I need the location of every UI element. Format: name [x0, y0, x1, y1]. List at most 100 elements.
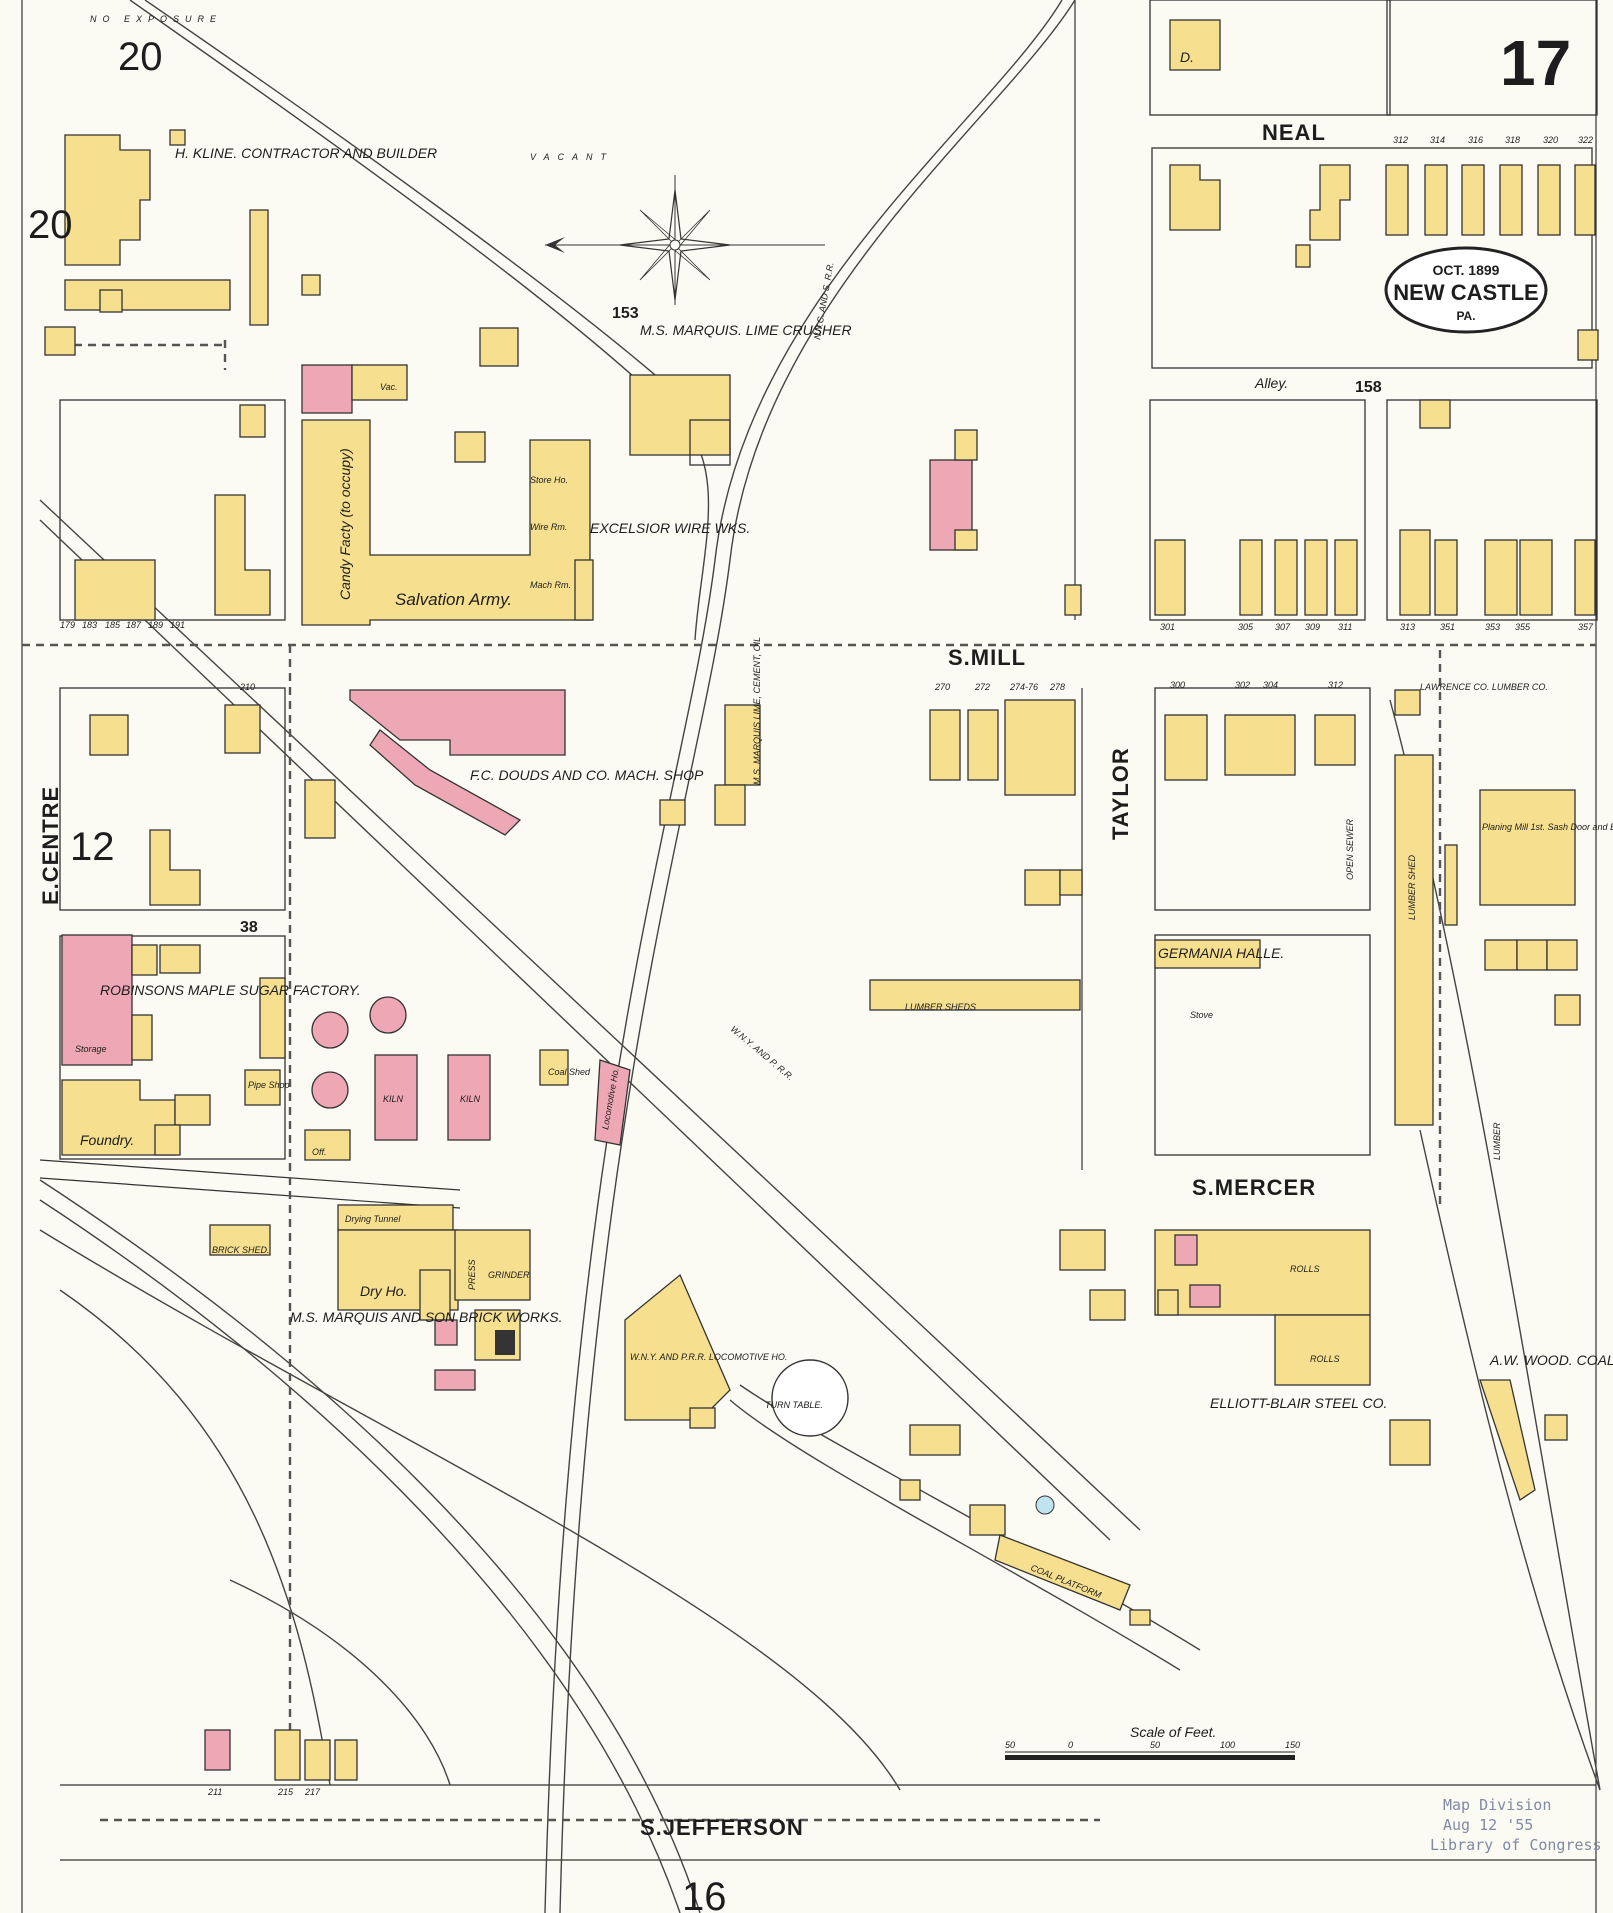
svg-text:313: 313 [1400, 622, 1415, 632]
block-158: 158 [1355, 379, 1382, 396]
lawrence-title: LAWRENCE CO. LUMBER CO. [1420, 682, 1548, 692]
cartouche-date: OCT. 1899 [1433, 262, 1500, 278]
svg-text:304: 304 [1263, 680, 1278, 690]
brick-shed-label: BRICK SHED. [212, 1245, 270, 1255]
svg-text:322: 322 [1578, 135, 1593, 145]
svg-text:305: 305 [1238, 622, 1254, 632]
map-labels: 20 20 12 16 17 NO EXPOSURE VACANT 153 15… [28, 14, 1613, 1913]
neal-dwellings [1169, 19, 1599, 429]
candy-factory: Candy Facty (to occupy) [337, 448, 353, 600]
address-numbers: 312 314 316 318 320 322 301 305 307 309 … [60, 135, 1594, 1797]
turntable-label: TURN TABLE. [765, 1400, 823, 1410]
off-label: Off. [312, 1147, 327, 1157]
storage-label: Storage [75, 1044, 107, 1054]
dashed-lines [22, 340, 1596, 1822]
centre-block-buildings [61, 704, 286, 1156]
scale-of-feet: Scale of Feet. 50 0 50 100 150 [1005, 1724, 1300, 1760]
wire-rm-label: Wire Rm. [530, 522, 567, 532]
svg-text:357: 357 [1578, 622, 1594, 632]
date-cartouche: OCT. 1899 NEW CASTLE PA. [1384, 246, 1548, 334]
stove-label: Stove [1190, 1010, 1213, 1020]
kline-buildings [44, 129, 321, 356]
brick-works-buildings [337, 1204, 531, 1391]
locomotive-house [624, 1273, 1151, 1626]
adjacent-sheet-16: 16 [682, 1875, 727, 1913]
kiln-label-2: KILN [460, 1094, 481, 1104]
robinsons-title: ROBINSONS MAPLE SUGAR FACTORY. [100, 982, 361, 998]
excelsior-title: EXCELSIOR WIRE WKS. [590, 520, 750, 536]
svg-text:316: 316 [1468, 135, 1483, 145]
railroad-tracks [39, 0, 1601, 1913]
lawrence-lumber-co [1389, 689, 1581, 1502]
svg-text:215: 215 [277, 1787, 294, 1797]
locomotive-ho-title: W.N.Y. AND P.R.R. LOCOMOTIVE HO. [630, 1352, 787, 1362]
lumber-shed-label: LUMBER SHED [1407, 854, 1417, 920]
adjacent-sheet-12: 12 [70, 825, 115, 869]
cartouche-state: PA. [1456, 309, 1475, 323]
salvation-army: Salvation Army. [395, 590, 512, 609]
street-s-jefferson: S.JEFFERSON [640, 1815, 804, 1840]
svg-text:211: 211 [207, 1787, 222, 1797]
scale-tick-50-left: 50 [1005, 1740, 1015, 1750]
store-ho-label: Store Ho. [530, 475, 568, 485]
svg-text:355: 355 [1515, 622, 1531, 632]
svg-text:189: 189 [148, 620, 163, 630]
douds-mach-shop [304, 689, 761, 839]
mill-south-dwellings [929, 699, 1356, 796]
scale-tick-100: 100 [1220, 1740, 1235, 1750]
svg-text:307: 307 [1275, 622, 1291, 632]
elliott-blair-title: ELLIOTT-BLAIR STEEL CO. [1210, 1395, 1387, 1411]
coal-shed-label: Coal Shed [548, 1067, 591, 1077]
drying-tunnel-label: Drying Tunnel [345, 1214, 401, 1224]
svg-text:312: 312 [1328, 680, 1343, 690]
dwelling-label: D. [1180, 49, 1194, 65]
scale-tick-50: 50 [1150, 1740, 1160, 1750]
svg-text:300: 300 [1170, 680, 1185, 690]
street-alley: Alley. [1254, 375, 1288, 391]
kiln-label-1: KILN [383, 1094, 404, 1104]
svg-text:312: 312 [1393, 135, 1408, 145]
scale-title: Scale of Feet. [1130, 1724, 1216, 1740]
svg-text:185: 185 [105, 620, 121, 630]
svg-text:320: 320 [1543, 135, 1558, 145]
adjacent-sheet-20-left: 20 [28, 203, 73, 247]
stamp-line-1: Map Division [1443, 1796, 1551, 1814]
street-s-mercer: S.MERCER [1192, 1175, 1316, 1200]
vacant-label: VACANT [530, 152, 614, 162]
aw-wood-title: A.W. WOOD. COAL YARD. [1489, 1352, 1613, 1368]
street-e-centre: E.CENTRE [38, 786, 63, 905]
marquis-lime-crusher [929, 429, 978, 551]
germania-halle: GERMANIA HALLE. [1158, 945, 1284, 961]
douds-title: F.C. DOUDS AND CO. MACH. SHOP [470, 767, 704, 783]
scale-tick-150: 150 [1285, 1740, 1300, 1750]
lumber-sheds-label: LUMBER SHEDS [905, 1002, 976, 1012]
stamp-line-3: Library of Congress [1430, 1836, 1602, 1854]
vac-label: Vac. [380, 382, 398, 392]
kline-title: H. KLINE. CONTRACTOR AND BUILDER [175, 145, 437, 161]
no-exposure-top: NO EXPOSURE [90, 14, 222, 24]
marquis-lime-cement: M.S. MARQUIS LIME, CEMENT, OIL [752, 637, 762, 785]
planing-mill: Planing Mill 1st. Sash Door and Blind Fa… [1482, 822, 1613, 832]
svg-text:301: 301 [1160, 622, 1175, 632]
press-label: PRESS [467, 1259, 477, 1290]
street-s-mill: S.MILL [948, 645, 1026, 670]
svg-text:217: 217 [304, 1787, 321, 1797]
svg-text:353: 353 [1485, 622, 1500, 632]
adjacent-sheet-20-top: 20 [118, 35, 163, 79]
stamp-line-2: Aug 12 '55 [1443, 1816, 1533, 1834]
library-stamp: Map Division Aug 12 '55 Library of Congr… [1430, 1796, 1602, 1854]
svg-text:278: 278 [1049, 682, 1065, 692]
svg-text:187: 187 [126, 620, 142, 630]
lumber-sheds [869, 869, 1261, 1321]
svg-text:270: 270 [934, 682, 950, 692]
open-sewer: OPEN SEWER [1345, 818, 1355, 880]
street-neal: NEAL [1262, 120, 1326, 145]
rolls-label-1: ROLLS [1290, 1264, 1320, 1274]
svg-text:210: 210 [239, 682, 255, 692]
svg-text:311: 311 [1338, 622, 1352, 632]
mill-north-dwellings [1154, 529, 1596, 616]
pipe-shop-label: Pipe Shop [248, 1080, 290, 1090]
brick-works-title: M.S. MARQUIS AND SON BRICK WORKS. [290, 1309, 563, 1325]
